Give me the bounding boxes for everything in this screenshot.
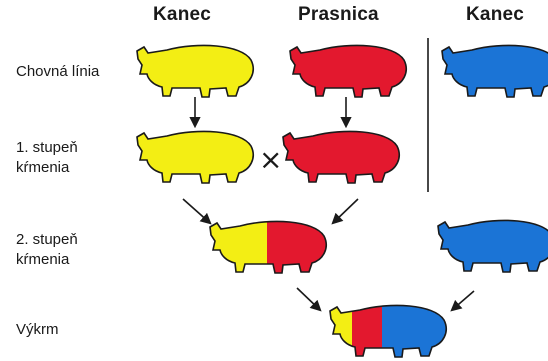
arrow-to-fattening-left — [297, 288, 320, 310]
pig-red-sow — [290, 45, 406, 97]
pig-fattening-three-way — [328, 301, 448, 361]
cross-symbol: × — [259, 143, 282, 176]
arrow-to-fattening-right — [452, 291, 474, 310]
pig-blue-stage2 — [438, 220, 548, 272]
arrow-diag-right — [333, 199, 358, 223]
arrow-diag-left — [183, 199, 210, 223]
pig-blue-boar — [442, 45, 548, 97]
pig-yellow-stage1 — [137, 131, 253, 183]
pig-red-stage1 — [283, 131, 399, 183]
pig-yellow-boar — [137, 45, 253, 97]
pig-crossbred-stage2 — [208, 217, 329, 279]
